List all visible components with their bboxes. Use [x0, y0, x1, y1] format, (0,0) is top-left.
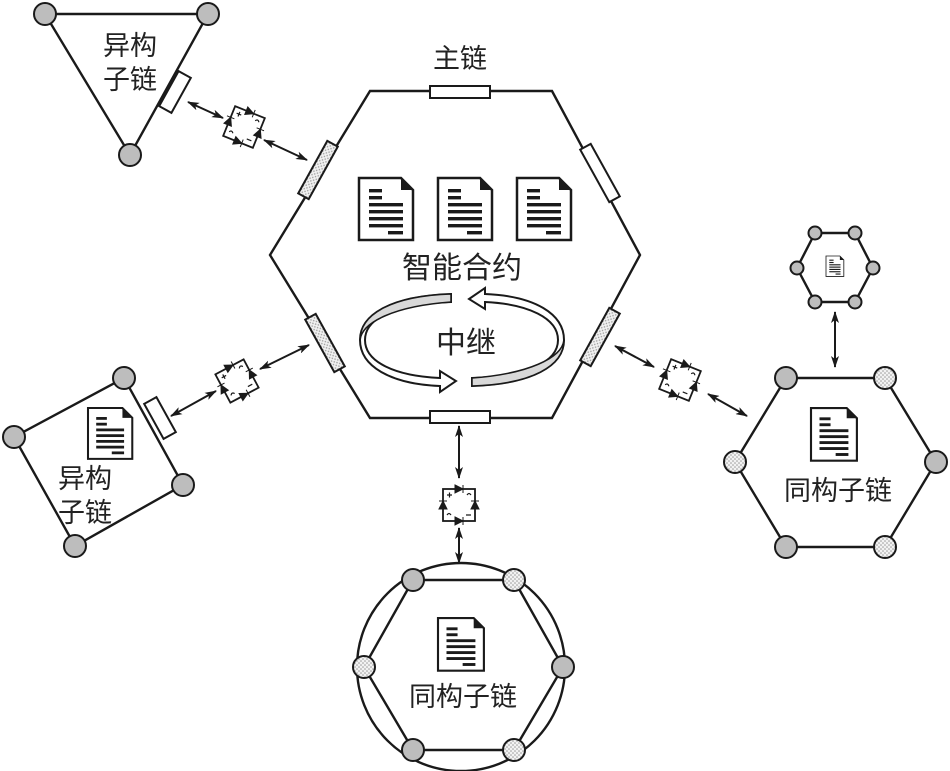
- node: [352, 655, 376, 679]
- triangle-port: [157, 69, 193, 115]
- relay-cycle-icon: [358, 286, 566, 394]
- node: [196, 2, 220, 26]
- node: [551, 655, 575, 679]
- node: [502, 568, 526, 592]
- bridge-connector-icon: [209, 353, 265, 409]
- node: [401, 568, 425, 592]
- node: [807, 294, 823, 310]
- smart-contract-document-icon-1: [357, 176, 415, 242]
- square-port: [142, 395, 178, 441]
- node: [502, 738, 526, 762]
- main-chain-port-bottom-right: [578, 306, 622, 368]
- bidirectional-arrow: [187, 101, 224, 119]
- node: [33, 2, 57, 26]
- main-chain-port-bottom-left: [303, 312, 347, 374]
- bidirectional-arrow: [259, 344, 310, 370]
- node: [774, 535, 798, 559]
- node: [865, 260, 881, 276]
- document-icon: [86, 406, 134, 460]
- heterogeneous-subchain-triangle: 异构 子链: [33, 2, 220, 167]
- homogeneous-subchain-hexagon-right: 同构子链: [723, 366, 948, 559]
- subchain-label: 同构子链: [784, 476, 892, 507]
- node: [112, 366, 136, 390]
- node: [873, 366, 897, 390]
- homogeneous-subchain-small-hexagon: [789, 225, 881, 310]
- main-chain-label: 主链: [433, 44, 487, 75]
- node: [789, 260, 805, 276]
- main-chain-port-top-right: [578, 142, 622, 204]
- node: [723, 450, 747, 474]
- bridge-connector-icon: [438, 484, 480, 526]
- document-icon: [436, 616, 485, 672]
- smart-contract-label: 智能合约: [402, 251, 522, 286]
- bidirectional-arrow: [707, 393, 748, 417]
- node: [847, 225, 863, 241]
- subchain-label-line1: 异构: [103, 31, 157, 62]
- relay-label: 中继: [436, 326, 496, 361]
- bidirectional-arrow: [614, 345, 655, 368]
- bidirectional-arrow: [170, 390, 217, 417]
- bidirectional-arrow: [263, 139, 308, 161]
- node: [63, 534, 87, 558]
- smart-contract-document-icon-3: [515, 176, 573, 242]
- main-chain-port-bottom: [429, 410, 491, 424]
- node: [774, 366, 798, 390]
- node: [2, 425, 26, 449]
- main-chain: 主链 智能合约 中继: [268, 44, 642, 424]
- subchain-label-line2: 子链: [58, 498, 112, 529]
- document-icon: [825, 255, 845, 277]
- hexagon-edges: [733, 376, 938, 549]
- bridge-connector-icon: [217, 100, 271, 154]
- node: [873, 535, 897, 559]
- node: [807, 225, 823, 241]
- main-chain-port-top-left: [296, 139, 340, 201]
- node: [847, 294, 863, 310]
- subchain-label-line1: 异构: [58, 464, 112, 495]
- node: [118, 143, 142, 167]
- heterogeneous-subchain-square: 异构 子链: [2, 366, 195, 558]
- main-chain-port-top: [429, 85, 491, 99]
- triangle-edges: [42, 12, 211, 158]
- subchain-label-line2: 子链: [103, 65, 157, 96]
- node: [171, 473, 195, 497]
- node: [401, 738, 425, 762]
- homogeneous-subchain-hexagon-bottom: 同构子链: [352, 561, 575, 771]
- bridge-connector-icon: [653, 353, 707, 407]
- main-chain-hexagon: [268, 89, 642, 420]
- node: [924, 450, 948, 474]
- subchain-label: 同构子链: [409, 682, 517, 713]
- smart-contract-document-icon-2: [436, 176, 494, 242]
- document-icon: [809, 406, 858, 462]
